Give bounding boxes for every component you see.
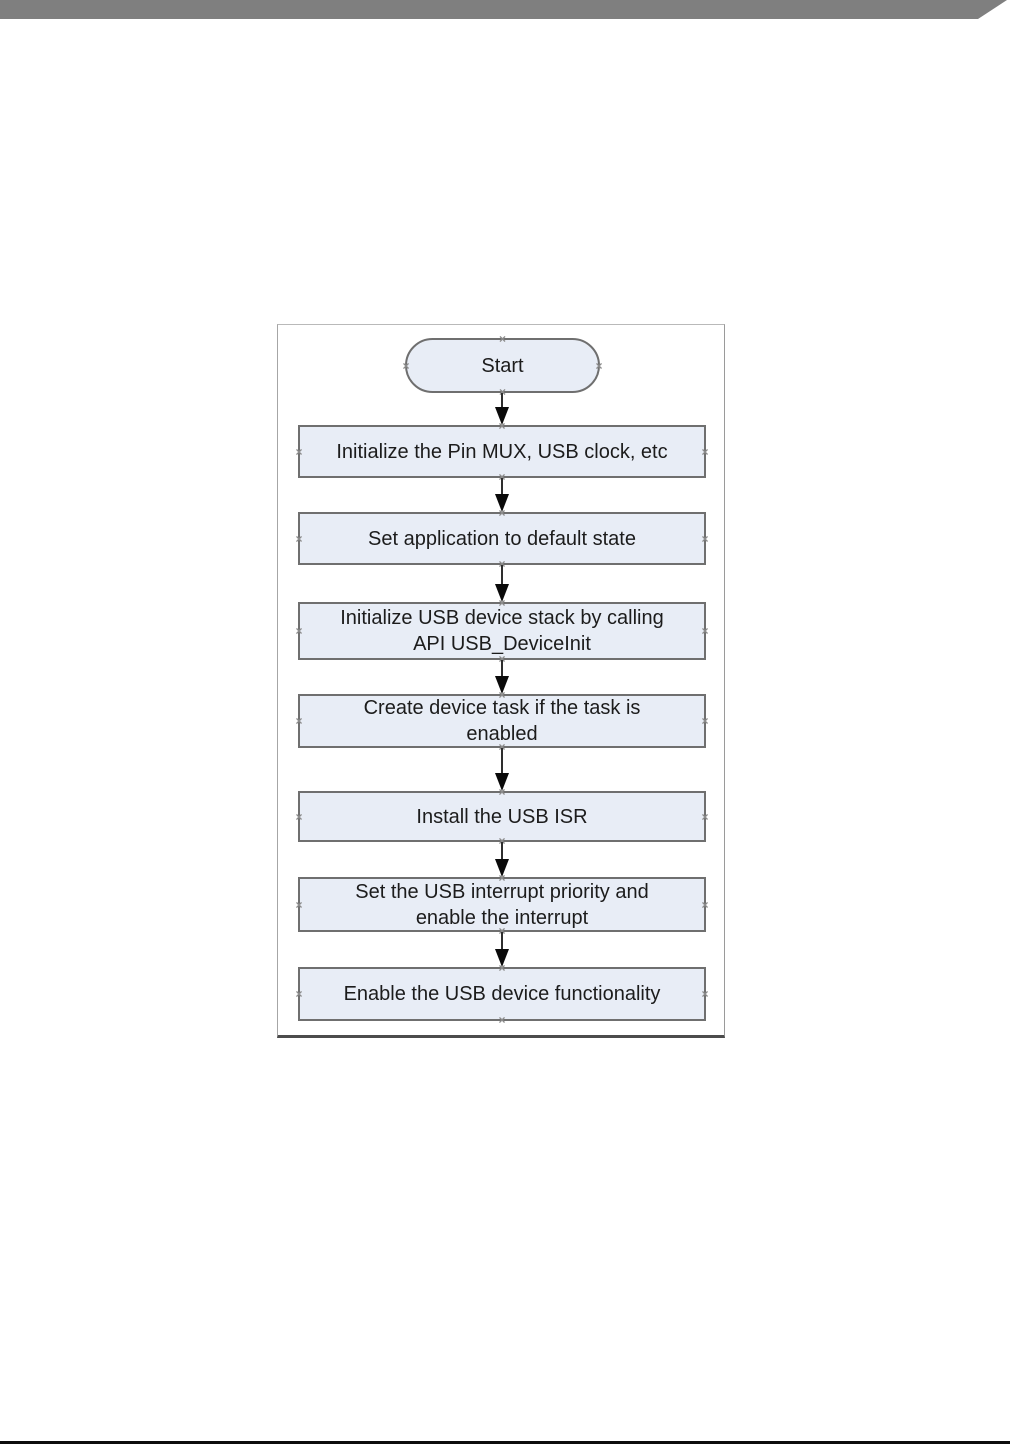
arrowhead-icon — [495, 859, 509, 877]
node-label: Set application to default state — [368, 527, 636, 550]
flowchart-node-step5: Install the USB ISR × × × × — [295, 786, 708, 847]
arrow-shaft — [501, 565, 503, 586]
arrow-shaft — [501, 393, 503, 409]
flowchart-node-step4: Create device task if the task is enable… — [295, 689, 708, 753]
arrow-shaft — [501, 660, 503, 678]
arrow-shaft — [501, 842, 503, 861]
arrowhead-icon — [495, 494, 509, 512]
arrow-shaft — [501, 748, 503, 775]
node-label: Enable the USB device functionality — [343, 983, 661, 1005]
node-label: Set the USB interrupt priority and enabl… — [355, 880, 649, 929]
arrow-shaft — [501, 932, 503, 951]
node-label: Create device task if the task is enable… — [363, 697, 641, 745]
flowchart-node-step1: Initialize the Pin MUX, USB clock, etc ×… — [295, 420, 708, 483]
node-label: Initialize USB device stack by calling A… — [340, 607, 664, 655]
arrow-connector — [494, 842, 510, 877]
arrowhead-icon — [495, 407, 509, 425]
arrow-connector — [494, 393, 510, 425]
footer-rule — [0, 1441, 1010, 1444]
arrow-connector — [494, 748, 510, 791]
flowchart-node-step6: Set the USB interrupt priority and enabl… — [295, 872, 708, 937]
arrowhead-icon — [495, 676, 509, 694]
flowchart-node-step2: Set application to default state × × × × — [295, 507, 708, 570]
arrowhead-icon — [495, 949, 509, 967]
arrow-connector — [494, 478, 510, 512]
arrowhead-icon — [495, 584, 509, 602]
arrow-connector — [494, 932, 510, 967]
arrow-connector — [494, 660, 510, 694]
flowchart-node-step7: Enable the USB device functionality × × … — [295, 962, 708, 1026]
flowchart-node-start: Start × × × × — [402, 333, 602, 398]
flowchart-node-step3: Initialize USB device stack by calling A… — [295, 597, 708, 665]
arrow-shaft — [501, 478, 503, 496]
node-label: Initialize the Pin MUX, USB clock, etc — [336, 440, 668, 463]
node-label: Start — [481, 354, 524, 377]
arrow-connector — [494, 565, 510, 602]
page-header-bar — [0, 0, 1007, 19]
arrowhead-icon — [495, 773, 509, 791]
node-label: Install the USB ISR — [416, 805, 588, 828]
